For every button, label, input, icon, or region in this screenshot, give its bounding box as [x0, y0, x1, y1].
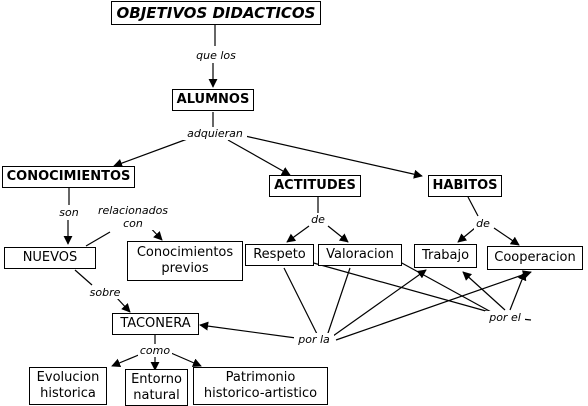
link-label-por-la: por la: [294, 333, 334, 346]
node-label: OBJETIVOS DIDACTICOS: [116, 4, 316, 22]
link-label-de-habitos: de: [474, 217, 492, 230]
node-label: Valoracion: [326, 247, 394, 262]
node-respeto: Respeto: [245, 244, 314, 266]
node-trabajo: Trabajo: [414, 244, 477, 268]
node-alumnos: ALUMNOS: [172, 89, 254, 111]
node-conocimientos-previos: Conocimientos previos: [127, 241, 243, 281]
node-label: Patrimonio historico-artistico: [203, 370, 318, 401]
link-label-sobre: sobre: [87, 286, 123, 299]
node-label: CONOCIMIENTOS: [6, 169, 131, 184]
node-objetivos-didacticos: OBJETIVOS DIDACTICOS: [111, 1, 321, 25]
node-cooperacion: Cooperacion: [487, 246, 583, 270]
link-label-adquieran: adquieran: [183, 127, 247, 140]
node-label: Conocimientos previos: [136, 245, 234, 276]
node-nuevos: NUEVOS: [4, 247, 96, 269]
link-label-de-actitudes: de: [309, 213, 327, 226]
link-label-son: son: [55, 206, 83, 219]
node-habitos: HABITOS: [428, 175, 502, 197]
node-label: Evolucion historica: [36, 370, 100, 401]
link-label-que-los: que los: [193, 49, 239, 62]
node-label: NUEVOS: [22, 250, 78, 265]
node-evolucion-historica: Evolucion historica: [29, 367, 107, 405]
node-patrimonio-historico-artistico: Patrimonio historico-artistico: [193, 367, 328, 405]
node-taconera: TACONERA: [112, 313, 199, 335]
node-label: Trabajo: [421, 248, 470, 263]
link-label-por-el: por el: [485, 311, 525, 324]
node-label: Cooperacion: [494, 250, 576, 265]
link-label-como: como: [138, 344, 172, 357]
node-valoracion: Valoracion: [318, 244, 402, 266]
node-label: HABITOS: [432, 178, 498, 193]
node-actitudes: ACTITUDES: [269, 175, 361, 197]
node-entorno-natural: Entorno natural: [125, 369, 188, 406]
node-label: ACTITUDES: [274, 178, 356, 193]
node-conocimientos: CONOCIMIENTOS: [2, 166, 135, 188]
node-label: Entorno natural: [131, 371, 182, 403]
link-label-relacionados-con: relacionados con: [92, 204, 174, 230]
node-label: ALUMNOS: [176, 92, 250, 107]
node-label: TACONERA: [120, 316, 191, 331]
node-label: Respeto: [253, 247, 306, 262]
